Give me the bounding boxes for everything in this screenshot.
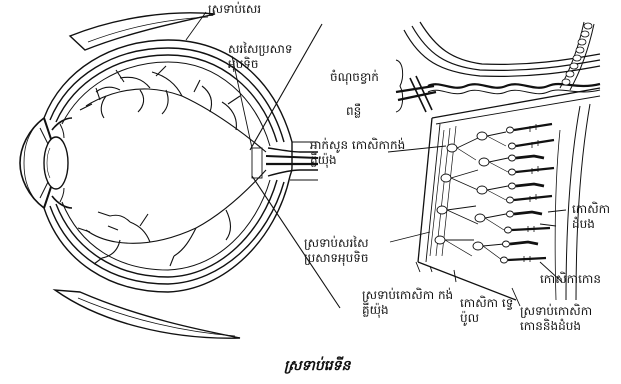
label-light: ពន្លឺ bbox=[346, 104, 361, 118]
figure-caption: ស្រទាប់រេទីន bbox=[284, 356, 350, 377]
label-cone-cell: កោសិកាកោន bbox=[540, 272, 601, 286]
lower-eye-muscle bbox=[55, 290, 240, 338]
choroid-vessel bbox=[428, 84, 600, 88]
label-optic-nerve: សរសៃប្រសាទ អុបទិច bbox=[228, 42, 308, 72]
label-ganglion-layer: ស្រទាប់កោសិកា កង់គ្លីយ៉ុង bbox=[362, 288, 454, 318]
retina-layer bbox=[62, 62, 270, 146]
label-bipolar-cell: កោសិកា ទ្វេប៉ូល bbox=[460, 296, 524, 326]
label-sclera: ស្រទាប់សេរ bbox=[208, 2, 261, 16]
blood-vessels-lower bbox=[78, 170, 266, 266]
left-leader-lines bbox=[186, 12, 252, 148]
retina-cells bbox=[430, 124, 554, 263]
label-blind-spot: ចំណុចខ្វាក់ bbox=[330, 70, 379, 84]
label-receptor-layer: ស្រទាប់កោសិកា កោននិងដំបង bbox=[520, 304, 616, 334]
label-brace bbox=[396, 60, 403, 112]
retina-detail bbox=[396, 22, 600, 112]
pigment-chain bbox=[560, 22, 584, 88]
label-optic-fiber-layer: ស្រទាប់សរសៃ ប្រសាទអុបទិច bbox=[304, 236, 412, 266]
lens bbox=[44, 137, 68, 189]
blood-vessels-upper bbox=[80, 66, 266, 152]
label-ganglion-axon: អាក់សូន កោសិកាកង់គ្លីយ៉ុង bbox=[310, 138, 418, 168]
retina-boundary bbox=[418, 88, 600, 300]
label-rod-cell: កោសិកា ដំបង bbox=[572, 202, 620, 232]
